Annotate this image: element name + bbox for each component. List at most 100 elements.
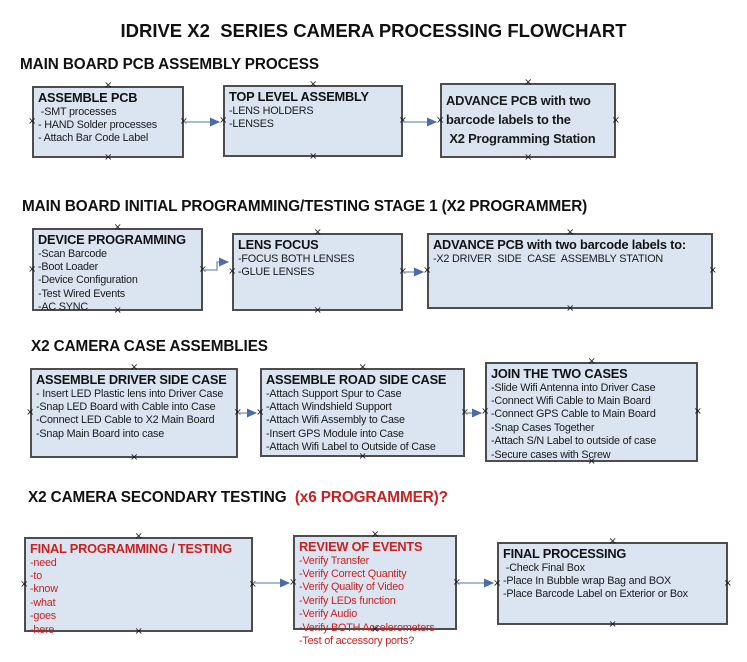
connection-point-x: × — [313, 227, 322, 238]
page-title: IDRIVE X2 SERIES CAMERA PROCESSING FLOWC… — [120, 20, 627, 41]
connection-point-x: × — [248, 578, 257, 590]
connection-point-x: × — [608, 619, 617, 630]
connection-point-x: × — [233, 407, 242, 418]
flow-box-title: ADVANCE PCB with two barcode labels to: — [433, 237, 686, 252]
flow-box-item: -Slide Wifi Antenna into Driver Case — [491, 381, 656, 394]
arrow-device-programming-to-lens-focus — [203, 257, 229, 271]
flow-box-item: -Connect GPS Cable to Main Board — [491, 408, 656, 421]
flow-box-item: - HAND Solder processes — [38, 118, 158, 131]
flow-box-item: -Snap LED Board with Cable into Case — [36, 400, 216, 413]
connection-point-x: × — [358, 362, 367, 373]
flow-box-assemble-road-side-case: ASSEMBLE ROAD SIDE CASE -Attach Support … — [256, 363, 469, 462]
connection-point-x: × — [460, 406, 469, 418]
connection-point-x: × — [28, 263, 37, 275]
connection-point-x: × — [481, 406, 490, 417]
flow-box-items: -Slide Wifi Antenna into Driver Case-Con… — [491, 382, 694, 462]
flow-box-items: -LENS HOLDERS-LENSES — [229, 105, 399, 132]
section-heading-case-assemblies: X2 CAMERA CASE ASSEMBLIES — [31, 338, 268, 355]
flow-box-item: -Place In Bubble wrap Bag and BOX — [503, 574, 672, 587]
flow-box-item: -AC SYNC — [38, 301, 88, 314]
connection-point-x: × — [130, 362, 139, 373]
flow-box-title: DEVICE PROGRAMMING — [38, 232, 186, 247]
flow-box-item: -LENSES — [229, 117, 274, 130]
connection-point-x: × — [398, 266, 407, 277]
flow-box-item: -Insert GPS Module into Case — [266, 427, 404, 440]
flow-box-item: -X2 DRIVER SIDE CASE ASSEMBLY STATION — [433, 252, 663, 265]
flow-box-title: ASSEMBLE DRIVER SIDE CASE — [36, 372, 227, 387]
flow-box-items: - Insert LED Plastic lens into Driver Ca… — [36, 388, 234, 442]
flow-box-join-two-cases: JOIN THE TWO CASES -Slide Wifi Antenna i… — [481, 357, 702, 467]
flow-box-item: -Verify BOTH Accelerometers — [299, 621, 435, 634]
connection-point-x: × — [228, 266, 237, 277]
connection-point-x: × — [309, 79, 318, 90]
flow-box-item: -Verify Correct Quantity — [299, 567, 407, 580]
connection-point-x: × — [608, 536, 617, 547]
connection-point-x: × — [611, 114, 620, 126]
flow-box-item: - Attach Bar Code Label — [38, 132, 149, 145]
flow-box-assemble-driver-side-case: ASSEMBLE DRIVER SIDE CASE - Insert LED P… — [26, 363, 242, 463]
connection-point-x: × — [493, 577, 502, 589]
flow-box-item: -Verify Transfer — [299, 554, 370, 567]
flow-box-items: -FOCUS BOTH LENSES-GLUE LENSES — [238, 253, 399, 280]
flow-box-device-programming: DEVICE PROGRAMMING -Scan Barcode-Boot Lo… — [28, 223, 207, 316]
connection-point-x: × — [566, 303, 575, 314]
connection-point-x: × — [524, 77, 533, 88]
connection-point-x: × — [566, 227, 575, 238]
flow-box-item: -know — [30, 583, 58, 596]
connection-point-x: × — [398, 115, 407, 126]
flow-box-title: TOP LEVEL ASSEMBLY — [229, 89, 369, 104]
connection-point-x: × — [371, 529, 380, 540]
connection-point-x: × — [723, 577, 732, 589]
heading-black-part: X2 CAMERA SECONDARY TESTING — [28, 489, 295, 506]
flow-box-item: -what — [30, 596, 56, 609]
flow-box-item: -Verify Audio — [299, 608, 358, 621]
flow-box-item: -Attach Windshield Support — [266, 400, 392, 413]
flow-box-title: REVIEW OF EVENTS — [299, 539, 423, 554]
heading-red-part: (x6 PROGRAMMER)? — [294, 489, 448, 506]
connection-point-x: × — [309, 151, 318, 162]
flow-box-item: -goes — [30, 610, 57, 623]
flow-box-item: -need — [30, 556, 57, 569]
flow-box-item: -Attach Wifi Label to Outside of Case — [266, 441, 436, 454]
flow-box-items: -Scan Barcode-Boot Loader-Device Configu… — [38, 248, 199, 315]
flow-box-items: -Attach Support Spur to Case-Attach Wind… — [266, 388, 461, 455]
flow-box-item: -LENS HOLDERS — [229, 104, 314, 117]
flow-box-item: -Verify LEDs function — [299, 594, 396, 607]
flow-box-assemble-pcb: ASSEMBLE PCB -SMT processes- HAND Solder… — [28, 81, 188, 163]
flow-box-item: -Snap Main Board into case — [36, 427, 165, 440]
section-heading-pcb-assembly: MAIN BOARD PCB ASSEMBLY PROCESS — [20, 56, 319, 73]
flow-box-item: -FOCUS BOTH LENSES — [238, 252, 355, 265]
flow-box-title: LENS FOCUS — [238, 237, 319, 252]
connection-point-x: × — [104, 152, 113, 163]
flow-box-item: -Attach Wifi Assembly to Case — [266, 414, 405, 427]
connection-point-x: × — [423, 265, 432, 276]
connection-point-x: × — [289, 576, 298, 588]
connection-point-x: × — [693, 406, 702, 417]
section-heading-secondary-testing: X2 CAMERA SECONDARY TESTING (x6 PROGRAMM… — [28, 489, 448, 507]
connection-point-x: × — [104, 80, 113, 91]
connection-point-x: × — [20, 578, 29, 590]
connection-point-x: × — [130, 452, 139, 463]
flow-box-title: ASSEMBLE ROAD SIDE CASE — [266, 372, 447, 387]
flow-box-item: -Connect Wifi Cable to Main Board — [491, 394, 651, 407]
flow-box-items: -need-to-know-what-goes-here — [30, 557, 249, 637]
flow-box-item: -Attach Support Spur to Case — [266, 387, 402, 400]
flow-box-title: JOIN THE TWO CASES — [491, 366, 628, 381]
connection-point-x: × — [134, 531, 143, 542]
connection-point-x: × — [587, 356, 596, 367]
flow-box-title: FINAL PROCESSING — [503, 546, 627, 561]
flow-box-item: -GLUE LENSES — [238, 265, 315, 278]
flow-box-final-processing: FINAL PROCESSING -Check Final Box-Place … — [493, 537, 732, 630]
flow-box-items: -Verify Transfer-Verify Correct Quantity… — [299, 555, 453, 649]
flow-box-item: -Device Configuration — [38, 274, 138, 287]
flow-box-top-level-assembly: TOP LEVEL ASSEMBLY -LENS HOLDERS-LENSES … — [219, 80, 407, 162]
flow-box-item: X2 Programming Station — [446, 131, 596, 146]
flow-box-items: -SMT processes- HAND Solder processes- A… — [38, 106, 180, 146]
flow-box-item: -Connect LED Cable to X2 Main Board — [36, 414, 215, 427]
flow-box-item: -Test Wired Events — [38, 287, 125, 300]
connection-point-x: × — [256, 406, 265, 418]
section-heading-initial-programming: MAIN BOARD INITIAL PROGRAMMING/TESTING S… — [22, 198, 588, 215]
